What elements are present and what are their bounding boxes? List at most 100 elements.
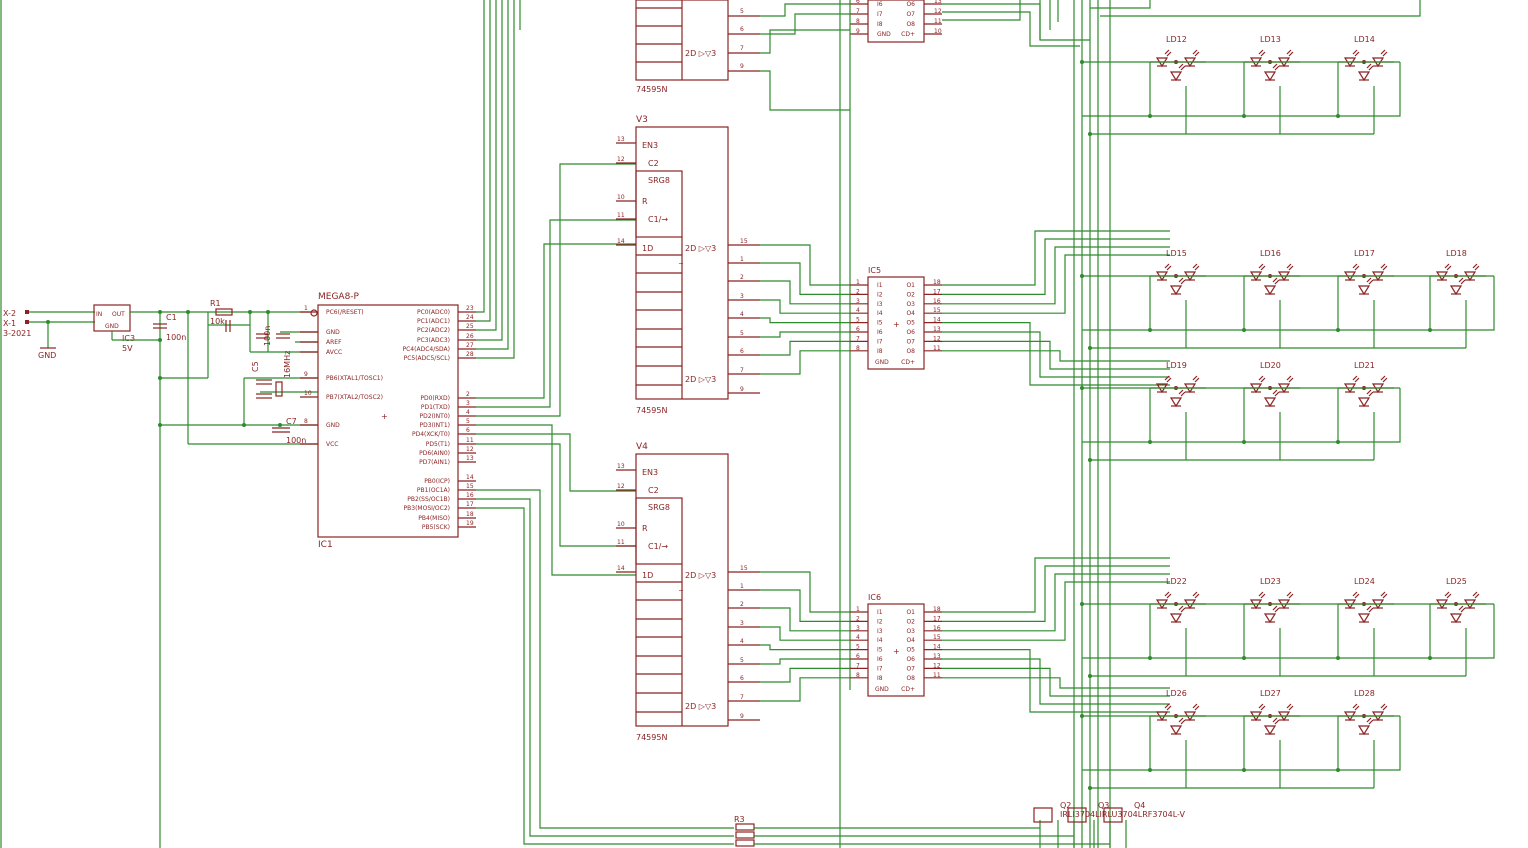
mcu-right-pin-name: PD6(AIN0) (419, 450, 450, 457)
led-ray (1366, 605, 1372, 611)
led-ray (1472, 591, 1478, 597)
led-ray (1354, 377, 1360, 383)
led-diode (1357, 725, 1371, 736)
mcu-right-pin-num: 17 (466, 501, 474, 508)
sr-c1-label: C1/→ (648, 215, 668, 224)
led-ray (1272, 63, 1278, 69)
led-ray (1258, 49, 1264, 55)
top-sr-pin-7: 7 (740, 45, 744, 52)
driver-in-label: I1 (877, 609, 883, 616)
led-ray (1192, 703, 1198, 709)
sr-c1-label: C1/→ (648, 542, 668, 551)
mcu-right-pins: PC0(ADC0)23PC1(ADC1)24PC2(ADC2)25PC3(ADC… (381, 305, 476, 531)
mcu-right-pin-num: 25 (466, 323, 474, 330)
driver-in-pin: 7 (856, 335, 860, 342)
driver-led-wire (942, 573, 1170, 632)
led-bus-junction (1080, 274, 1084, 278)
driver-in-pin: 1 (856, 606, 860, 613)
driver-in-pin: 7 (856, 662, 860, 669)
led-ray (1194, 265, 1200, 271)
led-diode (1169, 71, 1183, 82)
r3-name: R3 (734, 815, 745, 824)
voltage-regulator: IN OUT GND IC3 5V (93, 304, 310, 353)
mcu-right-pin-num: 13 (466, 455, 474, 462)
c7-name: C7 (286, 417, 297, 426)
driver-in-label: I4 (877, 310, 883, 317)
led-diode (1263, 397, 1277, 408)
led-ray (1180, 279, 1186, 285)
sr-left-pin-num: 11 (617, 212, 625, 219)
led-ray (1380, 703, 1386, 709)
mcu-left-pin-name: PB7(XTAL2/TOSC2) (326, 394, 383, 401)
driver-out-label: O6 (906, 329, 915, 336)
led-junction (1336, 768, 1340, 772)
led-diode (1449, 613, 1463, 624)
driver-in-pin: 5 (856, 317, 860, 324)
top-driver-in-label: I6 (877, 1, 883, 8)
led-junction (1242, 114, 1246, 118)
mcu-left-pin-num: 1 (304, 305, 308, 312)
led-ray (1274, 719, 1280, 725)
led-bus-junction (1080, 386, 1084, 390)
driver-led-wire (942, 340, 1170, 370)
driver-out-pin: 13 (933, 653, 941, 660)
led-diode (1169, 285, 1183, 296)
led-ray (1380, 49, 1386, 55)
driver-out-label: O4 (906, 637, 915, 644)
led-ray (1272, 277, 1278, 283)
mcu-right-pin-name: PB5(SCK) (422, 524, 450, 531)
sr-driver-wire (760, 677, 850, 702)
led-ray (1368, 391, 1374, 397)
led-ray (1380, 263, 1386, 269)
led-ray (1446, 593, 1452, 599)
top-driver-out-label: O8 (906, 21, 915, 28)
led-ray (1166, 265, 1172, 271)
top-driver-in-pin: 6 (856, 0, 860, 5)
r1-value: 10k (210, 317, 225, 326)
mcu-right-pin-num: 28 (466, 351, 474, 358)
top-driver-in-label: I8 (877, 21, 883, 28)
led-ray (1352, 49, 1358, 55)
led-junction (1336, 440, 1340, 444)
driver-in-label: I5 (877, 647, 883, 654)
mcu-right-pin-num: 24 (466, 314, 474, 321)
led-row-frame (1082, 716, 1401, 771)
sr-out-num: 6 (740, 675, 744, 682)
mcu-right-pin-name: PB0(ICP) (424, 478, 450, 485)
driver-out-pin: 11 (933, 345, 941, 352)
led-ray (1380, 375, 1386, 381)
sr-inner (635, 170, 683, 238)
c2-value: 100n (263, 326, 272, 346)
mcu-right-pin-num: 27 (466, 342, 474, 349)
led-ray (1382, 377, 1388, 383)
mcu-right-pin-num: 5 (466, 418, 470, 425)
led-diode (1169, 613, 1183, 624)
driver-in-pin: 6 (856, 653, 860, 660)
mcu-right-pin-num: 12 (466, 446, 474, 453)
driver-out-label: O2 (906, 291, 915, 298)
led-ray (1164, 375, 1170, 381)
mcu-right-pin-num: 19 (466, 520, 474, 527)
q3-name: Q3 (1098, 801, 1109, 810)
led-junction (1148, 768, 1152, 772)
mcu-center-mark: + (381, 412, 388, 421)
led-ray (1164, 703, 1170, 709)
led-ray (1260, 705, 1266, 711)
led-diode (1357, 613, 1371, 624)
mcu-name: IC1 (318, 540, 333, 550)
top-sr-pin-6: 6 (740, 26, 744, 33)
microcontroller-ic1: MEGA8-P IC1 PC6(/RESET)1GNDAREFAVCCPB6(X… (300, 292, 476, 550)
led-ray (1194, 705, 1200, 711)
driver-in-pin: 3 (856, 625, 860, 632)
led-ray (1288, 593, 1294, 599)
power-connector: X-2 X-1 3-2021 GND (3, 309, 95, 360)
r1-name: R1 (210, 299, 221, 308)
mcu-right-pin-name: PB3(MOSI/OC2) (404, 505, 450, 512)
led-ray (1272, 605, 1278, 611)
c1-value: 100n (166, 333, 186, 342)
sr-part: 74595N (636, 733, 667, 742)
mcu-right-pin-name: PC2(ADC2) (417, 327, 450, 334)
